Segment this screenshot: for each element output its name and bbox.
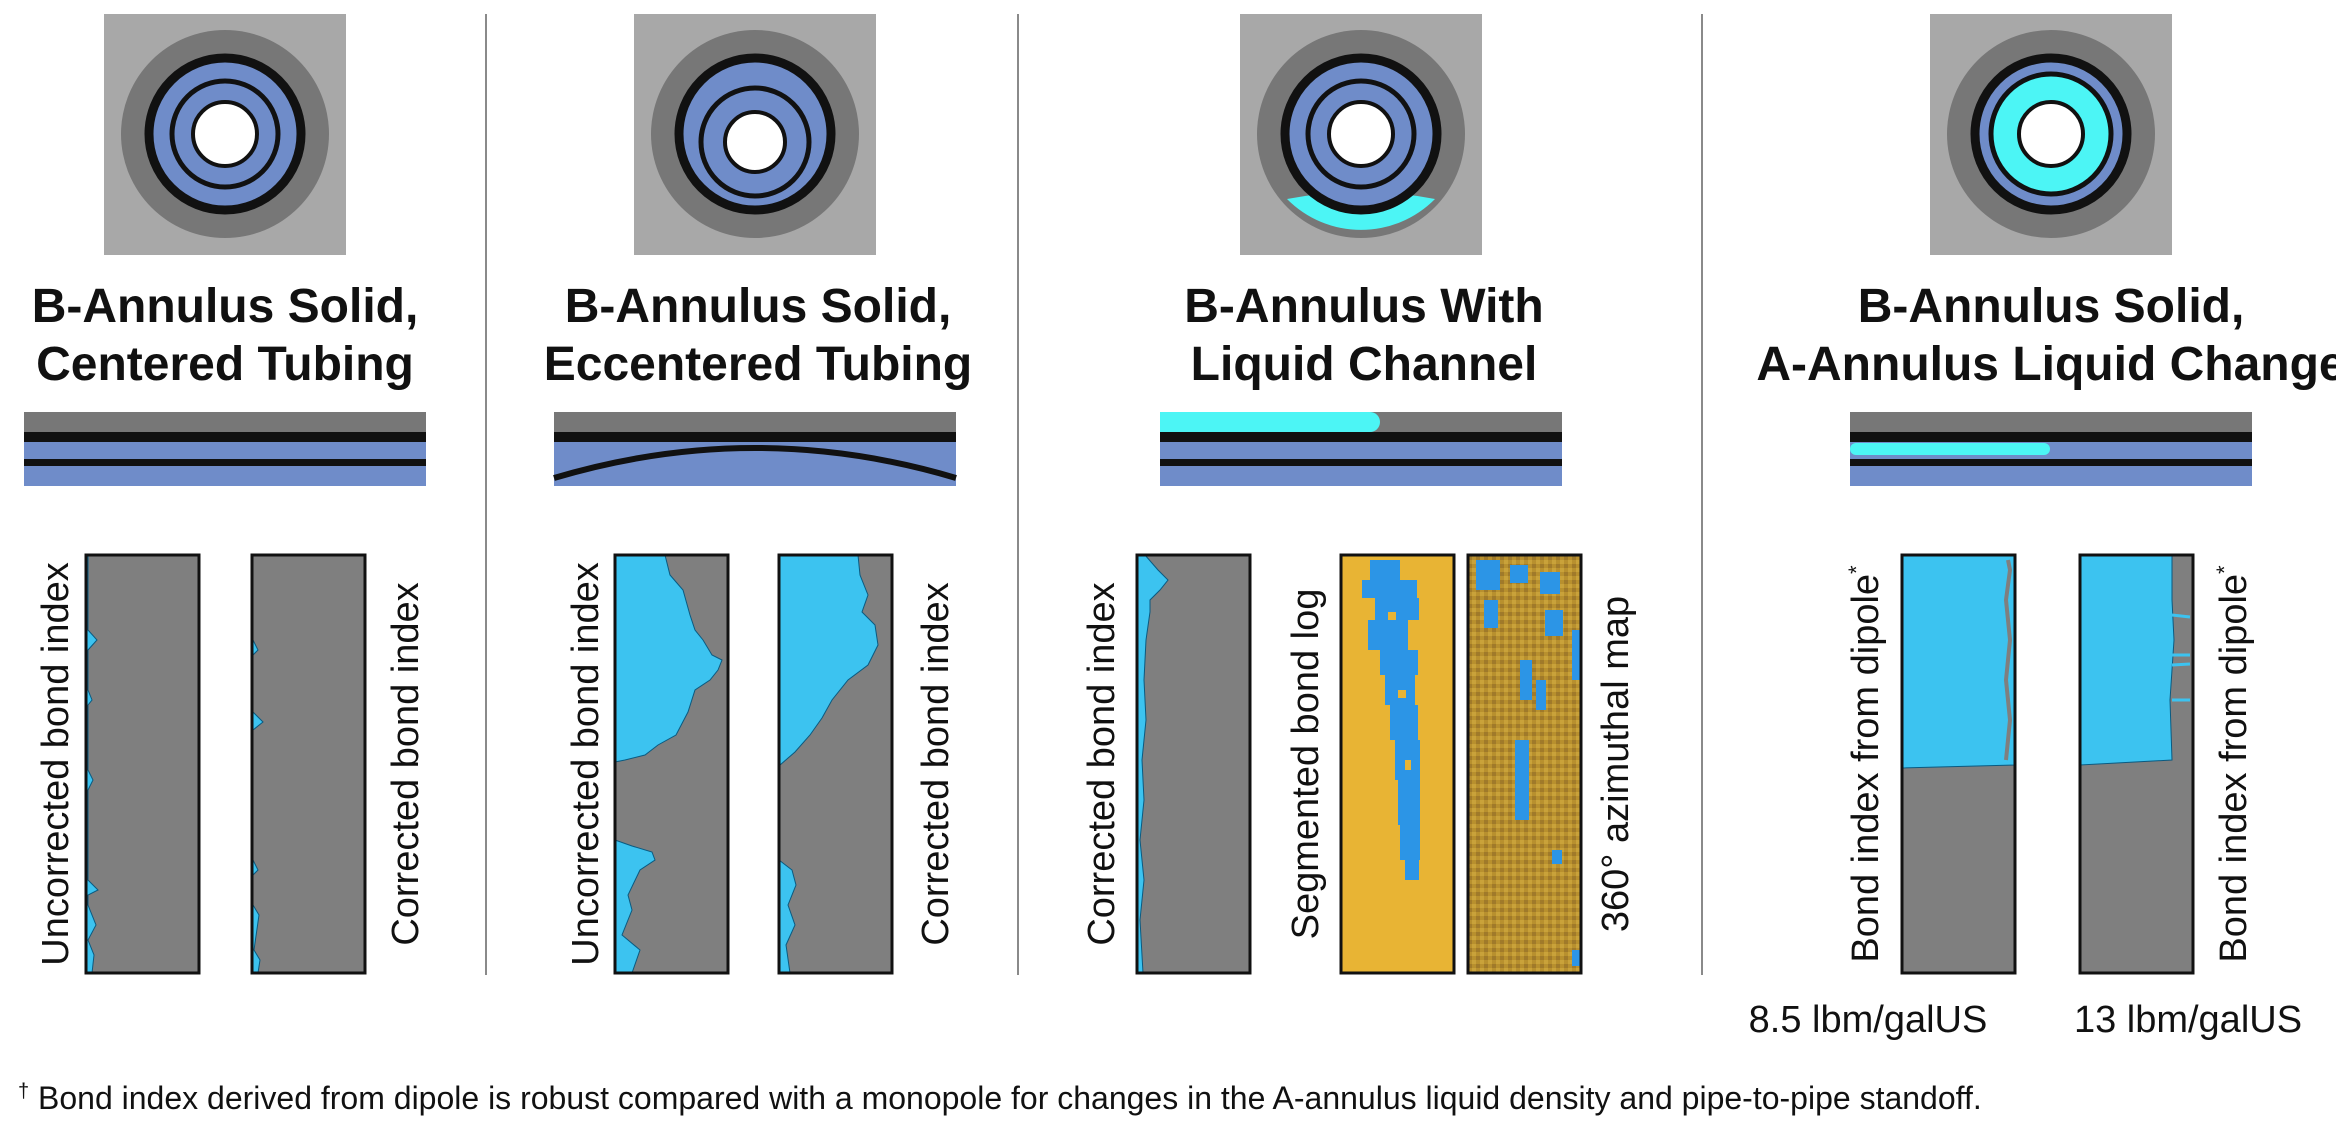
- footnote-text: Bond index derived from dipole is robust…: [38, 1080, 1982, 1116]
- strip-liquid-channel: [1160, 412, 1562, 486]
- label-360-azimuthal-map: 360° azimuthal map: [1595, 596, 1637, 932]
- label-bond-index-from-dipole: Bond index from dipole*: [1844, 565, 1887, 963]
- cross-section-a-annulus-liquid: [1930, 14, 2172, 255]
- label-corrected-bond-index: Corrected bond index: [915, 582, 957, 945]
- panel-4-title-line1: B-Annulus Solid,: [1858, 280, 2245, 333]
- track-bond-index-dipole-13: [2078, 553, 2195, 975]
- cross-section-solid-centered: [104, 14, 346, 255]
- track-corrected-bond-index-centered: [250, 553, 367, 975]
- strip-a-annulus: [1850, 412, 2252, 486]
- strip-centered: [24, 412, 426, 486]
- caption-13-lbm-galus: 13 lbm/galUS: [2074, 999, 2302, 1041]
- footnote-mark: †: [18, 1080, 30, 1103]
- label-segmented-bond-log: Segmented bond log: [1285, 589, 1327, 940]
- track-uncorrected-bond-index-centered: [84, 553, 201, 975]
- panel-3-title-line2: Liquid Channel: [1191, 338, 1538, 391]
- cross-section-liquid-channel: [1240, 14, 1482, 255]
- track-bond-index-dipole-8-5: [1900, 553, 2017, 975]
- panel-2-title-line2: Eccentered Tubing: [544, 338, 973, 391]
- panel-4-title-line2: A-Annulus Liquid Change: [1756, 338, 2336, 391]
- panel-1-title-line1: B-Annulus Solid,: [32, 280, 419, 333]
- track-360-azimuthal-map: [1466, 553, 1583, 975]
- label-bond-index-from-dipole: Bond index from dipole*: [2212, 565, 2255, 963]
- label-uncorrected-bond-index: Uncorrected bond index: [35, 562, 77, 965]
- footnote: † Bond index derived from dipole is robu…: [18, 1080, 1982, 1117]
- strip-eccentered: [553, 412, 957, 486]
- label-corrected-bond-index: Corrected bond index: [385, 582, 427, 945]
- label-uncorrected-bond-index: Uncorrected bond index: [565, 562, 607, 965]
- track-uncorrected-bond-index-eccentered: [613, 553, 730, 975]
- track-corrected-bond-index-channel: [1135, 553, 1252, 975]
- panel-3-title-line1: B-Annulus With: [1184, 280, 1543, 333]
- caption-8-5-lbm-galus: 8.5 lbm/galUS: [1749, 999, 1988, 1041]
- panel-2-title-line1: B-Annulus Solid,: [565, 280, 952, 333]
- track-segmented-bond-log: [1339, 553, 1456, 975]
- panel-1-title-line2: Centered Tubing: [36, 338, 414, 391]
- cross-section-solid-eccentered: [634, 14, 876, 255]
- track-corrected-bond-index-eccentered: [777, 553, 894, 975]
- label-corrected-bond-index: Corrected bond index: [1081, 582, 1123, 945]
